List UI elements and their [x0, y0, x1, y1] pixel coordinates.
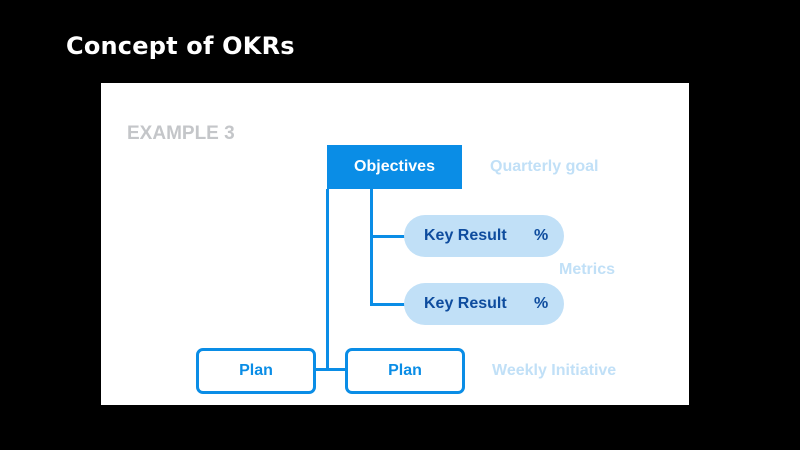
objectives-box: Objectives: [327, 145, 462, 189]
plan-label: Plan: [388, 362, 422, 379]
key-result-label: Key Result: [424, 295, 507, 312]
key-result-pill: Key Result %: [404, 283, 564, 325]
key-result-unit: %: [534, 295, 549, 312]
weekly-initiative-annotation: Weekly Initiative: [492, 362, 617, 379]
quarterly-goal-annotation: Quarterly goal: [490, 158, 599, 175]
okr-diagram-panel: EXAMPLE 3 Objectives Quarterly goal Key …: [101, 83, 689, 405]
objective-to-plans-connector: [326, 189, 329, 371]
plan-label: Plan: [239, 362, 273, 379]
key-result-unit: %: [534, 227, 549, 244]
key-result-pill: Key Result %: [404, 215, 564, 257]
example-label: EXAMPLE 3: [127, 123, 235, 144]
plan-box: Plan: [345, 348, 465, 394]
plan-box: Plan: [196, 348, 316, 394]
objective-to-key-results-connector: [370, 189, 373, 306]
key-result-1-branch: [370, 235, 405, 238]
objectives-label: Objectives: [354, 158, 435, 175]
key-result-2-branch: [370, 303, 405, 306]
plans-horizontal-connector: [314, 368, 346, 371]
slide-title: Concept of OKRs: [66, 32, 295, 60]
key-result-label: Key Result: [424, 227, 507, 244]
metrics-annotation: Metrics: [559, 261, 616, 278]
